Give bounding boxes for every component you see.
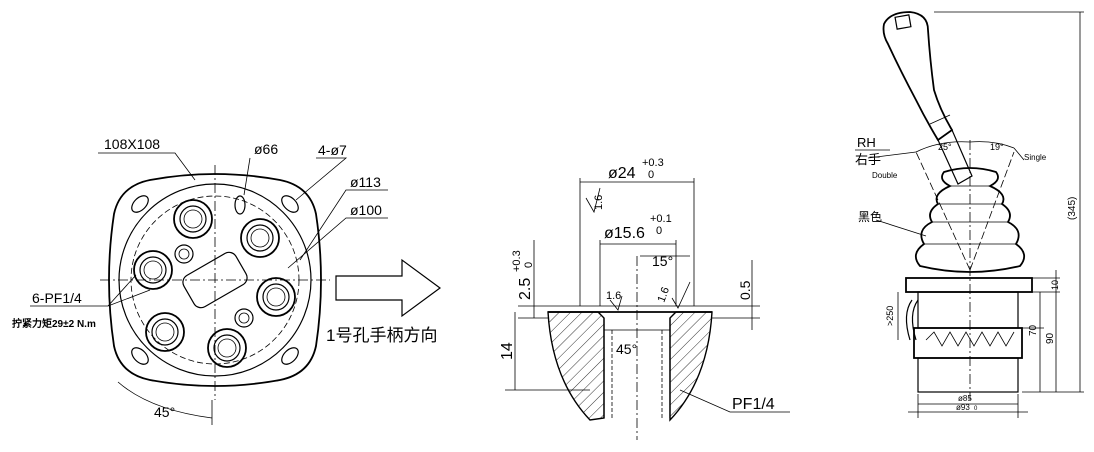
- slot: [234, 195, 246, 215]
- section-body-right: [669, 311, 713, 422]
- port-5: [145, 312, 185, 352]
- label-90: 90: [1045, 332, 1056, 344]
- rubber-boot: [914, 167, 1026, 273]
- label-torque: 拧紧力矩29±2 N.m: [12, 317, 96, 330]
- label-70: 70: [1028, 324, 1039, 336]
- label-d85: ø85: [958, 394, 972, 403]
- label-size: 108X108: [104, 136, 160, 152]
- joystick-base: [917, 357, 1019, 393]
- label-holes: 4-ø7: [318, 142, 347, 158]
- label-rough-a: 1.6: [593, 195, 605, 210]
- label-0-5: 0.5: [737, 280, 753, 300]
- label-45deg: 45°: [616, 341, 637, 357]
- label-14: 14: [499, 342, 516, 360]
- label-black: 黑色: [858, 210, 882, 224]
- label-250: >250: [885, 306, 895, 326]
- port-2: [240, 218, 280, 258]
- label-10: 10: [1050, 280, 1060, 290]
- port-6: [133, 250, 173, 290]
- label-d15-tol-upper: +0.1: [650, 213, 672, 225]
- label-15deg: 15°: [652, 253, 673, 269]
- label-d24: ø24: [608, 165, 636, 182]
- label-rough-b: 1.6: [606, 290, 621, 302]
- center-cam: [182, 251, 248, 309]
- label-d66: ø66: [254, 141, 278, 157]
- label-single: Single: [1024, 153, 1047, 162]
- label-d113: ø113: [350, 174, 381, 190]
- label-rh: RH: [857, 135, 876, 150]
- label-d93: ø93: [956, 403, 970, 412]
- label-d24-tol-lower: 0: [648, 169, 654, 181]
- label-d24-tol-upper: +0.3: [642, 157, 664, 169]
- joystick-body-upper: [917, 291, 1019, 329]
- label-d15-tol-lower: 0: [656, 225, 662, 237]
- label-right-hand: 右手: [855, 152, 881, 167]
- label-direction: 1号孔手柄方向: [326, 326, 437, 345]
- joystick-view: RH 右手 Double 25° 19° Single 黑色 (345) >25…: [855, 11, 1084, 418]
- port-4: [207, 328, 247, 368]
- direction-arrow: [335, 258, 442, 318]
- joystick-handle: [882, 11, 954, 142]
- label-rough-c: 1.6: [656, 286, 673, 304]
- label-2-5: 2.5: [517, 278, 534, 300]
- joystick-body-lower: [913, 327, 1023, 359]
- flange-outline: [108, 173, 322, 387]
- small-hole: [174, 244, 194, 264]
- label-19deg: 19°: [990, 142, 1004, 152]
- label-2-5-tol-upper: +0.3: [511, 250, 523, 272]
- flange-view: 108X108 ø66 4-ø7 ø113 ø100 6-PF1/4 拧紧力矩2…: [12, 136, 442, 425]
- handle-button: [894, 14, 912, 30]
- label-345: (345): [1067, 197, 1078, 220]
- label-2-5-tol-lower: 0: [523, 262, 535, 268]
- label-25deg: 25°: [938, 142, 952, 152]
- label-d93-tol: 0: [974, 406, 978, 412]
- label-thread: PF1/4: [732, 396, 775, 413]
- port-3: [256, 277, 296, 317]
- ports: [133, 199, 296, 368]
- label-d15: ø15.6: [604, 225, 645, 242]
- joystick-flange: [905, 277, 1033, 293]
- label-ports: 6-PF1/4: [32, 290, 82, 306]
- port-1: [173, 199, 213, 239]
- small-hole: [234, 308, 254, 328]
- cable: [905, 299, 913, 341]
- label-angle: 45°: [154, 404, 175, 420]
- section-body-left: [547, 311, 605, 421]
- label-d100: ø100: [350, 202, 382, 218]
- port-section-view: ø24 +0.3 0 1.6 ø15.6 +0.1 0 15° 2.5 +0.3…: [499, 157, 790, 440]
- joystick-shaft: [937, 129, 973, 185]
- mounting-holes: [131, 195, 299, 365]
- label-double: Double: [872, 171, 898, 180]
